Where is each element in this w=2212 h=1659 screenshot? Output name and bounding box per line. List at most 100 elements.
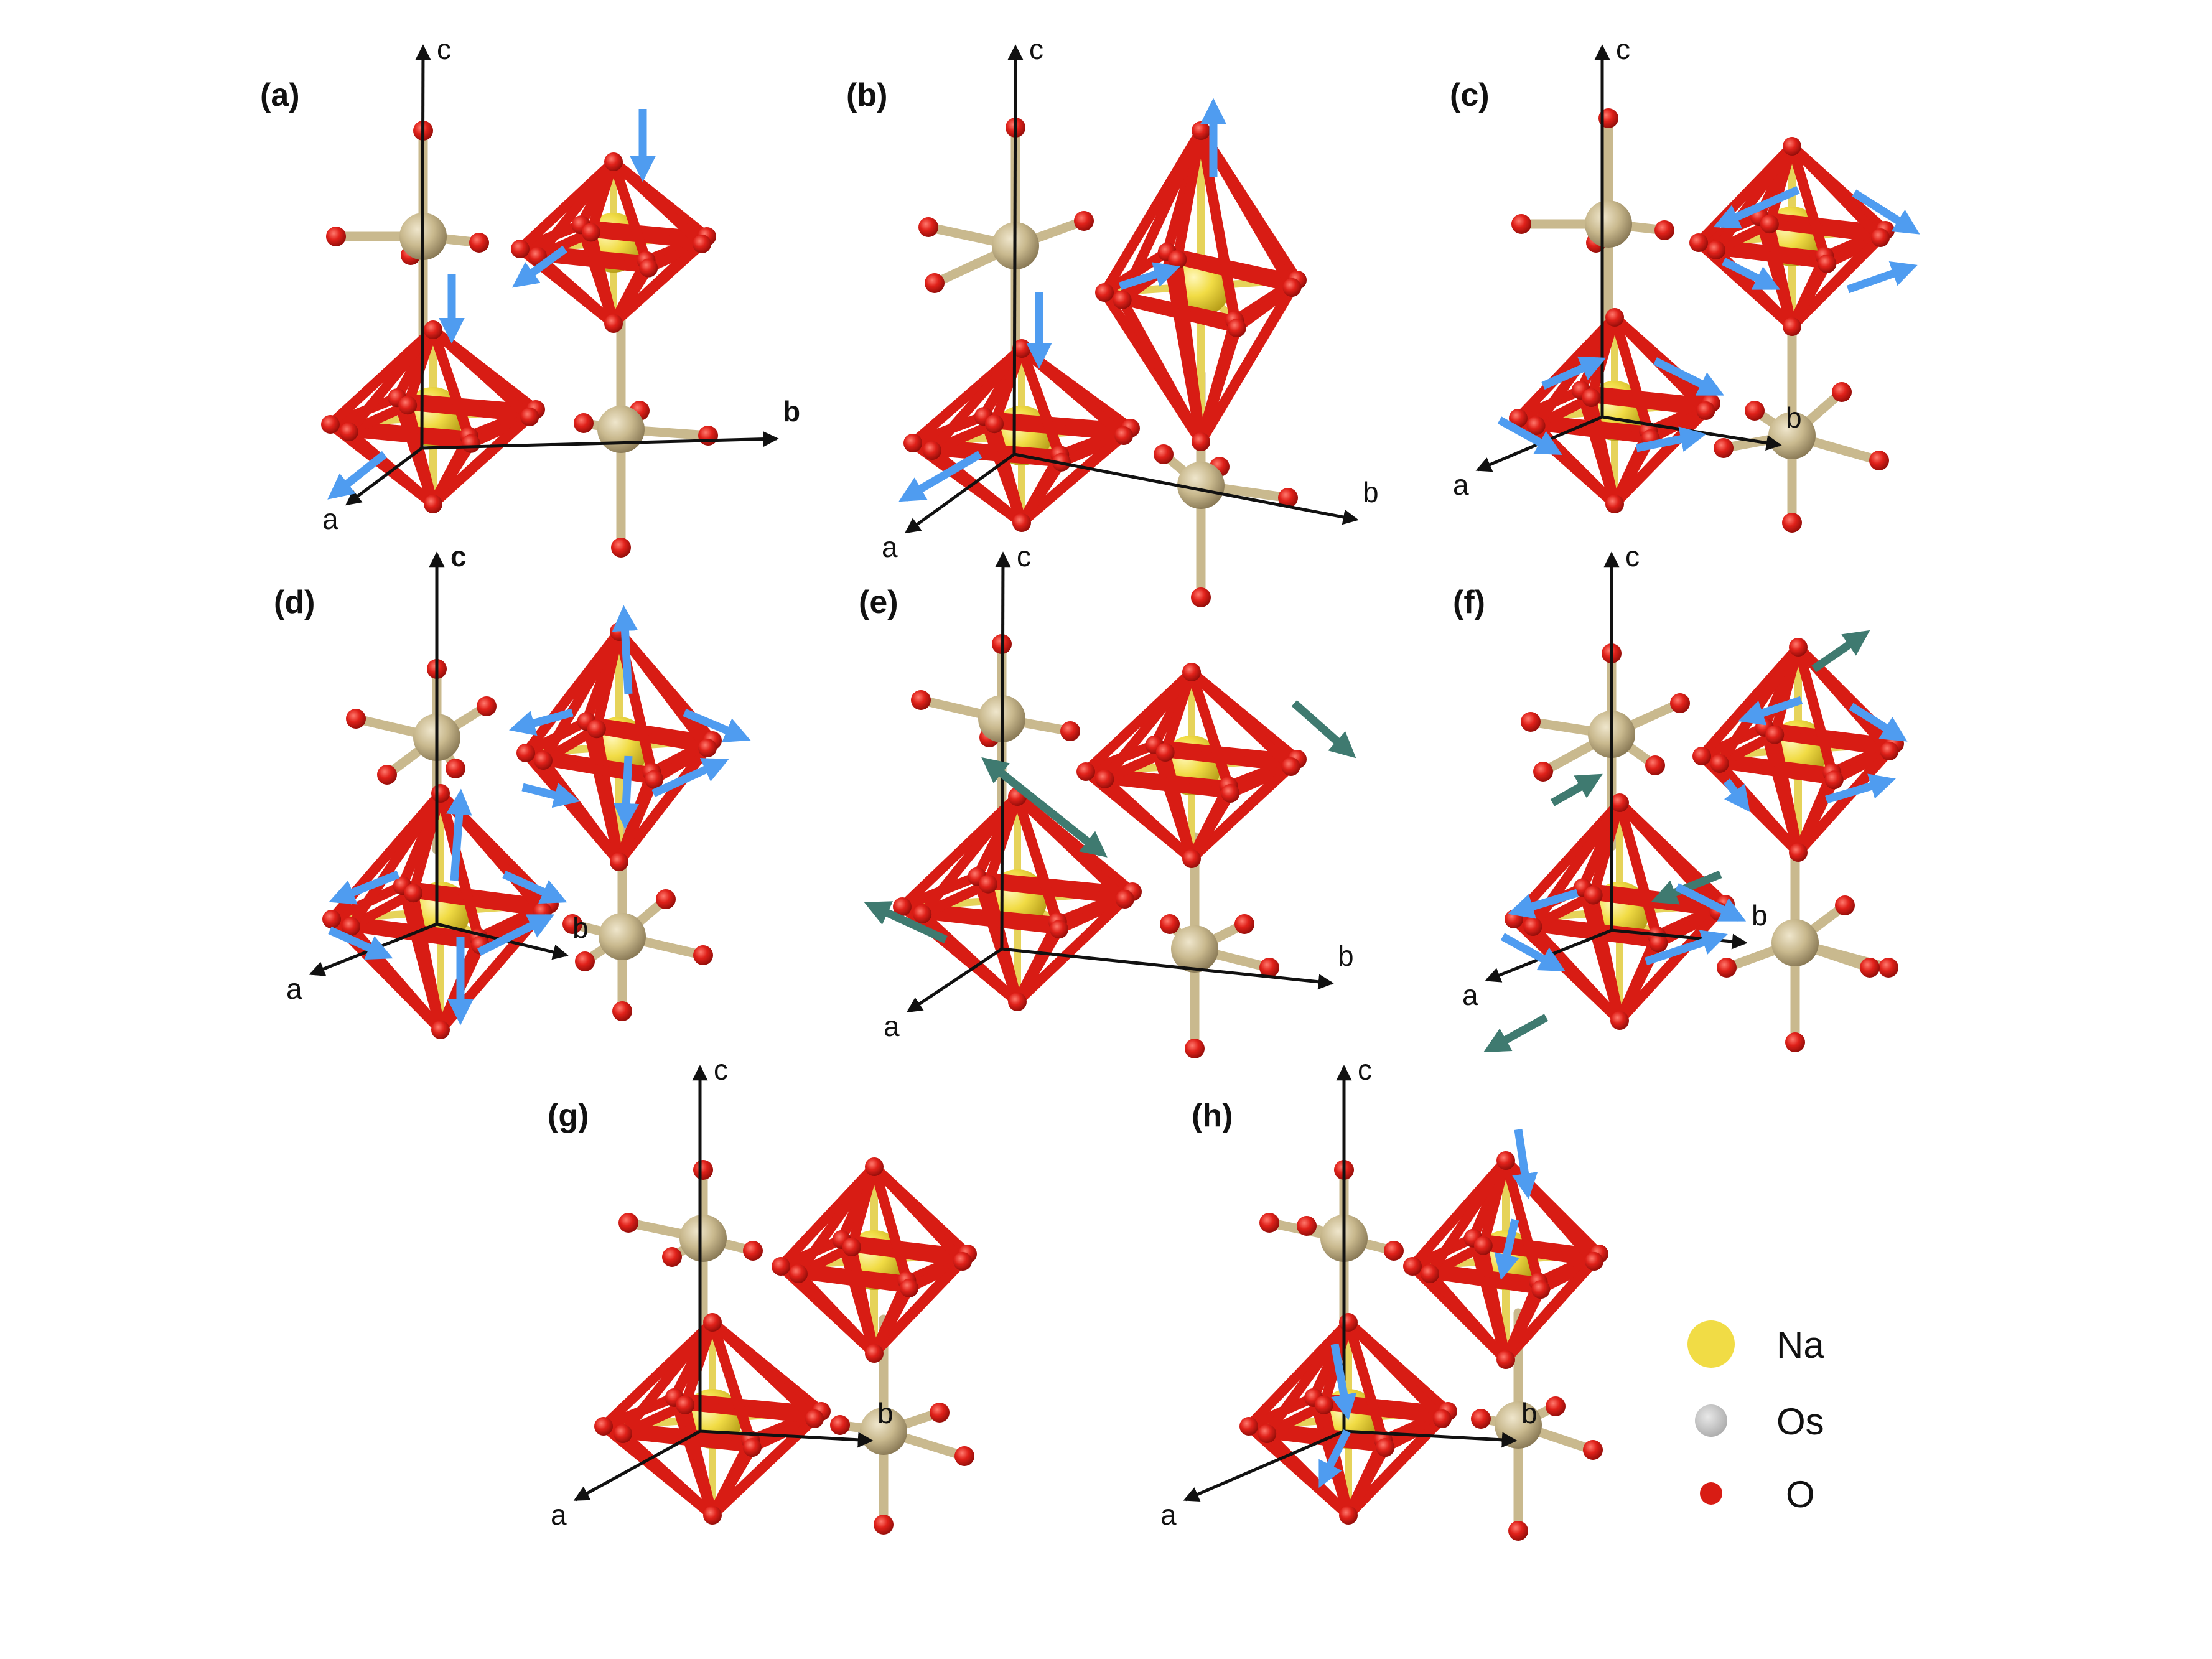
displacement-arrow	[446, 788, 472, 881]
axis-b-arrow	[1001, 947, 1334, 990]
o-atom	[805, 1409, 824, 1428]
o-atom	[1610, 793, 1629, 812]
o-o-edge	[1160, 747, 1197, 864]
o-atom	[1115, 890, 1134, 909]
panel-g: (g)cab	[548, 1054, 977, 1535]
legend-swatch	[1695, 1404, 1727, 1437]
o-atom	[322, 910, 341, 928]
o-o-edge	[1117, 295, 1206, 447]
o-o-edge	[1425, 1156, 1511, 1279]
legend-item-o: O	[1700, 1474, 1815, 1515]
o-atom	[830, 1415, 850, 1435]
octahedron	[1505, 793, 1735, 1030]
o-o-edge	[609, 157, 707, 249]
o-o-edge	[346, 888, 419, 932]
axis-label-c: c	[1625, 540, 1640, 572]
o-o-edge	[793, 1269, 879, 1358]
o-o-edge	[707, 1317, 757, 1453]
displacement-arrow	[1675, 883, 1747, 922]
panel-label-f: (f)	[1453, 584, 1485, 620]
o-atom	[1278, 488, 1298, 508]
octahedron	[1239, 1313, 1457, 1525]
displacement-arrow	[1722, 258, 1781, 290]
o-o-edge	[1586, 393, 1711, 416]
o-atom	[1692, 747, 1711, 765]
o-o-edge	[618, 1317, 717, 1439]
o-atom	[1154, 444, 1174, 464]
o-atom	[1785, 1032, 1805, 1052]
o-atom	[1339, 1506, 1358, 1525]
axis-label-c: c	[1029, 33, 1043, 65]
o-atom	[903, 434, 922, 452]
o-o-edge	[1196, 323, 1242, 447]
o-o-edge	[1615, 798, 1724, 917]
axis-label-c: c	[714, 1054, 728, 1086]
o-atom	[1521, 712, 1541, 732]
o-atom	[1765, 725, 1785, 744]
o-atom	[342, 917, 360, 936]
o-atom	[1707, 241, 1725, 259]
o-atom	[1584, 886, 1603, 905]
axis-a-arrow	[573, 1429, 701, 1502]
o-atom	[326, 227, 346, 246]
axis-label-b: b	[1752, 899, 1768, 932]
o-atom	[581, 223, 600, 242]
axis-triad: cab	[322, 33, 800, 535]
o-o-edge	[1770, 642, 1803, 740]
o-atom	[1523, 917, 1542, 936]
o-o-edge	[1528, 922, 1625, 1026]
o-atom	[1339, 1313, 1358, 1332]
o-atom	[1582, 388, 1601, 407]
o-o-edge	[1343, 1317, 1391, 1453]
o-o-edge	[1793, 746, 1895, 858]
o-o-edge	[793, 1269, 915, 1293]
o-o-edge	[680, 1400, 819, 1424]
os-site	[1154, 444, 1298, 607]
o-o-edge	[591, 627, 624, 734]
axis-label-a: a	[1160, 1498, 1177, 1531]
axis-b-arrow	[421, 431, 779, 450]
displacement-arrow	[1635, 426, 1707, 452]
o-atom	[1114, 426, 1133, 445]
o-atom	[1403, 1257, 1422, 1276]
os-site	[1521, 643, 1690, 782]
o-o-edge	[707, 1317, 819, 1424]
o-atom	[1421, 1264, 1439, 1283]
legend-label: O	[1786, 1474, 1815, 1515]
displacement-arrow	[1550, 773, 1603, 806]
displacement-arrow	[1653, 357, 1725, 396]
o-o-edge	[680, 1400, 717, 1520]
o-atom	[698, 426, 718, 446]
o-o-edge	[581, 716, 717, 745]
o-atom	[1533, 762, 1553, 782]
o-o-edge	[1615, 798, 1664, 948]
displacement-arrow	[328, 927, 393, 960]
o-atom	[865, 1344, 884, 1363]
octahedron	[1403, 1151, 1608, 1369]
axis-triad: cab	[551, 1054, 894, 1531]
o-o-edge	[1770, 729, 1803, 858]
o-atom	[1095, 283, 1114, 302]
o-atom	[1281, 757, 1300, 776]
o-o-edge	[836, 1235, 973, 1259]
o-atom	[1376, 1438, 1395, 1457]
o-atom	[772, 1257, 790, 1276]
os-site	[562, 889, 713, 1021]
legend-swatch	[1687, 1320, 1735, 1368]
o-o-edge	[1187, 788, 1236, 864]
o-atom	[574, 413, 594, 433]
panel-a: (a)cab	[260, 33, 800, 558]
o-o-edge	[707, 1414, 819, 1520]
o-atom	[1745, 401, 1765, 421]
o-o-edge	[989, 419, 1027, 528]
o-atom	[1496, 1151, 1515, 1170]
axis-label-a: a	[322, 503, 338, 535]
os-site	[1511, 108, 1674, 253]
o-atom	[1259, 958, 1279, 978]
panel-label-c: (c)	[1450, 77, 1490, 113]
o-o-edge	[533, 157, 618, 261]
o-o-edge	[1501, 1284, 1546, 1365]
displacement-arrow	[651, 758, 729, 797]
o-o-edge	[927, 343, 1027, 456]
